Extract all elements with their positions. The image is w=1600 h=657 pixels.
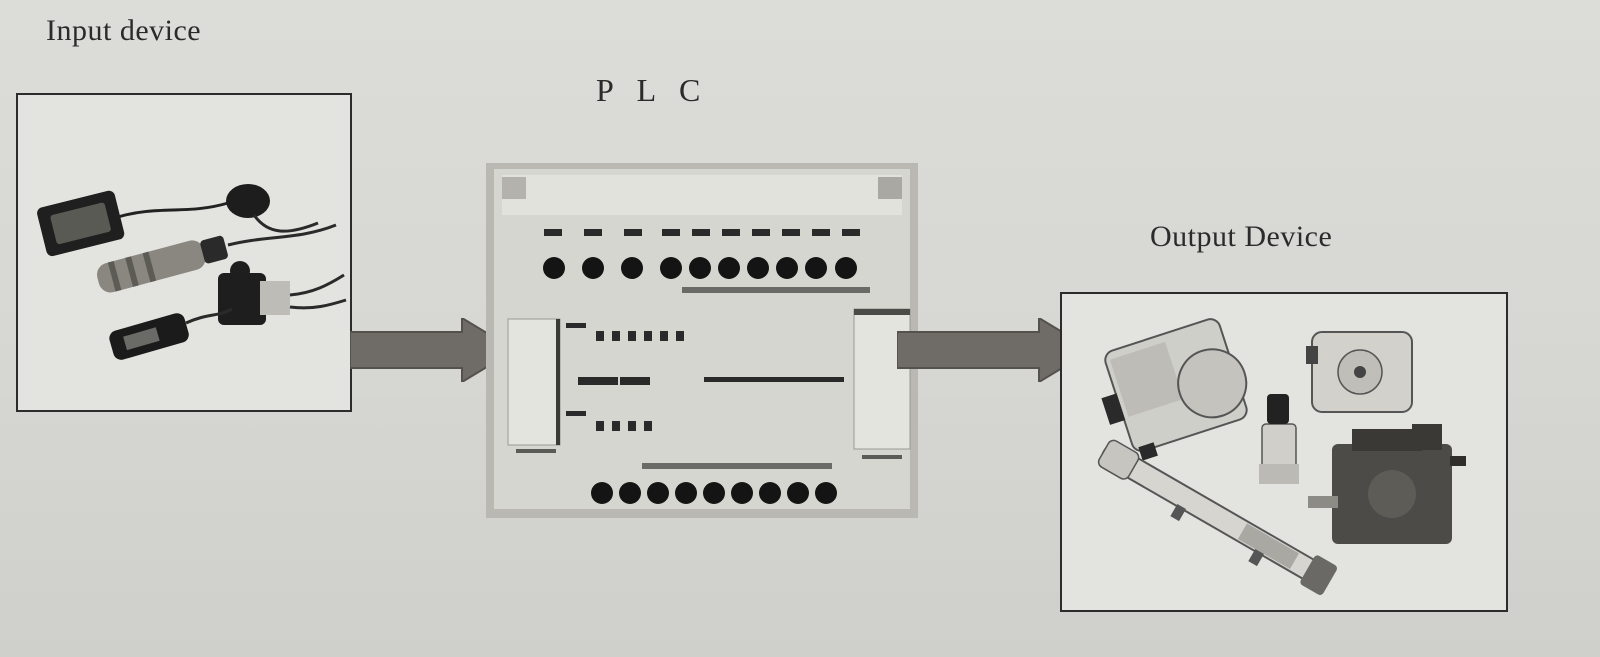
sensor-devices-icon: [37, 184, 347, 360]
plc-controller-icon: [486, 163, 918, 518]
input-device-label: Input device: [46, 14, 202, 47]
input-device-box: [16, 93, 352, 412]
output-device-label: Output Device: [1150, 220, 1333, 253]
output-device-box: [1060, 292, 1508, 612]
plc-label: P L C: [596, 72, 709, 108]
hydraulic-pump-cylinder-icon: [1097, 318, 1466, 595]
